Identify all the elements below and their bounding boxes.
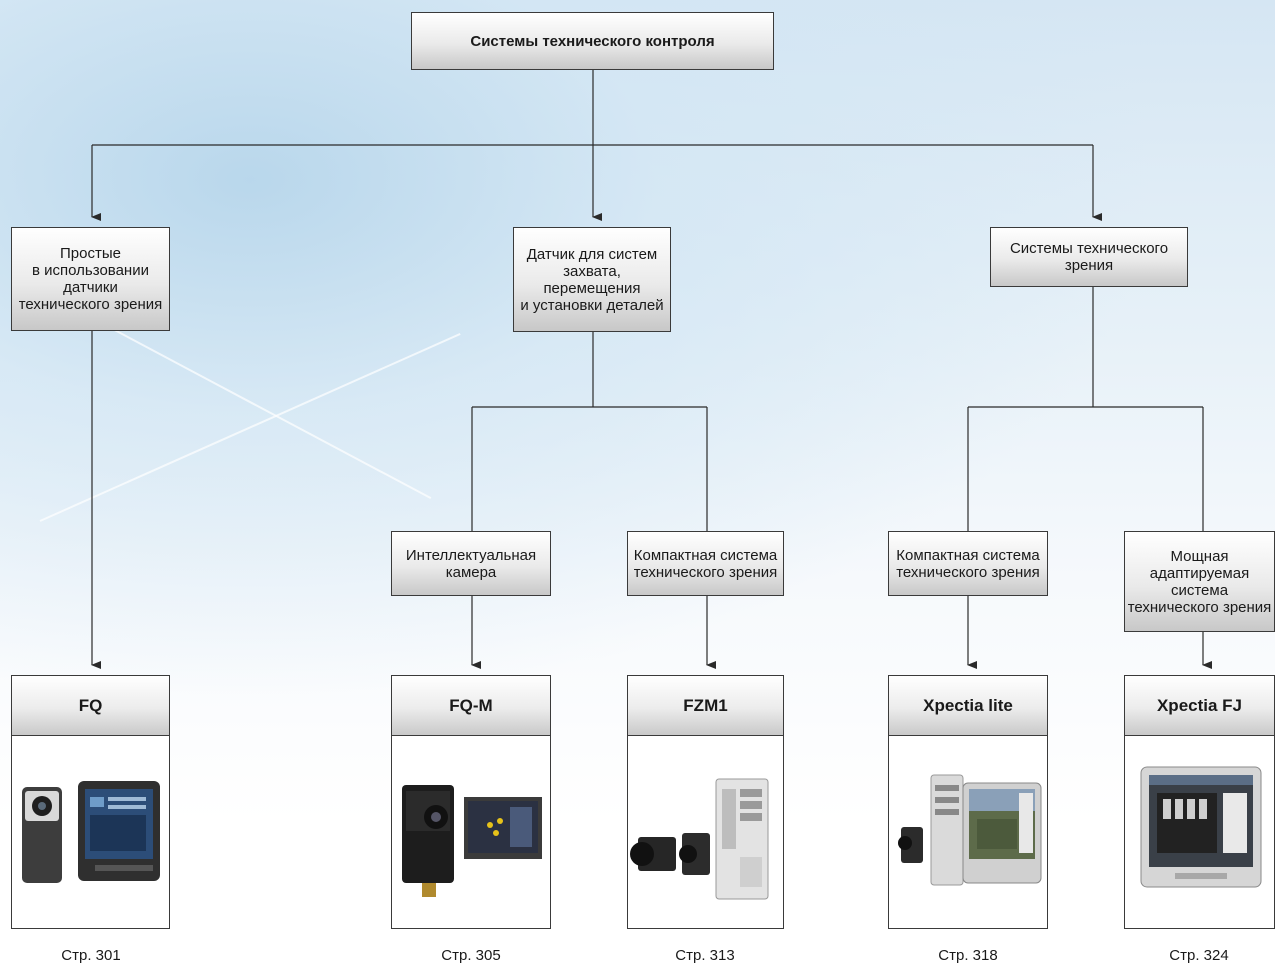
subcategory-powerful-adaptive-system: Мощная адаптируемая система технического… xyxy=(1124,531,1275,632)
page-reference: Стр. 301 xyxy=(61,947,121,964)
page-reference: Стр. 324 xyxy=(1169,947,1229,964)
category-label: Простые в использовании датчики техничес… xyxy=(18,245,163,313)
subcategory-label: Интеллектуальная камера xyxy=(405,546,537,581)
product-name: FQ-M xyxy=(392,676,550,736)
subcategory-label: Компактная система технического зрения xyxy=(633,546,778,581)
page-reference: Стр. 305 xyxy=(441,947,501,964)
product-name: FQ xyxy=(12,676,169,736)
product-card-xpectia-lite: Xpectia lite xyxy=(888,675,1048,929)
subcategory-label: Мощная адаптируемая система технического… xyxy=(1127,547,1272,616)
product-name: Xpectia FJ xyxy=(1125,676,1274,736)
product-image xyxy=(12,737,169,928)
product-card-xpectia-fj: Xpectia FJ xyxy=(1124,675,1275,929)
page-reference: Стр. 318 xyxy=(938,947,998,964)
category-simple-vision-sensors: Простые в использовании датчики техничес… xyxy=(11,227,170,331)
subcategory-label: Компактная система технического зрения xyxy=(896,546,1040,581)
product-name: Xpectia lite xyxy=(889,676,1047,736)
product-card-fzm1: FZM1 xyxy=(627,675,784,929)
category-label: Датчик для систем захвата, перемещения и… xyxy=(520,245,664,314)
product-name: FZM1 xyxy=(628,676,783,736)
category-label: Системы технического зрения xyxy=(1009,240,1169,274)
page-reference: Стр. 313 xyxy=(675,947,735,964)
subcategory-smart-camera: Интеллектуальная камера xyxy=(391,531,551,596)
category-vision-systems: Системы технического зрения xyxy=(990,227,1188,287)
product-image xyxy=(889,737,1047,928)
product-image xyxy=(628,737,783,928)
root-label: Системы технического контроля xyxy=(470,32,715,50)
product-image xyxy=(1125,737,1274,928)
product-card-fq: FQ xyxy=(11,675,170,929)
category-pick-and-place-sensor: Датчик для систем захвата, перемещения и… xyxy=(513,227,671,332)
product-image xyxy=(392,737,550,928)
subcategory-compact-vision-system: Компактная система технического зрения xyxy=(627,531,784,596)
root-node: Системы технического контроля xyxy=(411,12,774,70)
subcategory-compact-vision-system: Компактная система технического зрения xyxy=(888,531,1048,596)
product-card-fq-m: FQ-M xyxy=(391,675,551,929)
